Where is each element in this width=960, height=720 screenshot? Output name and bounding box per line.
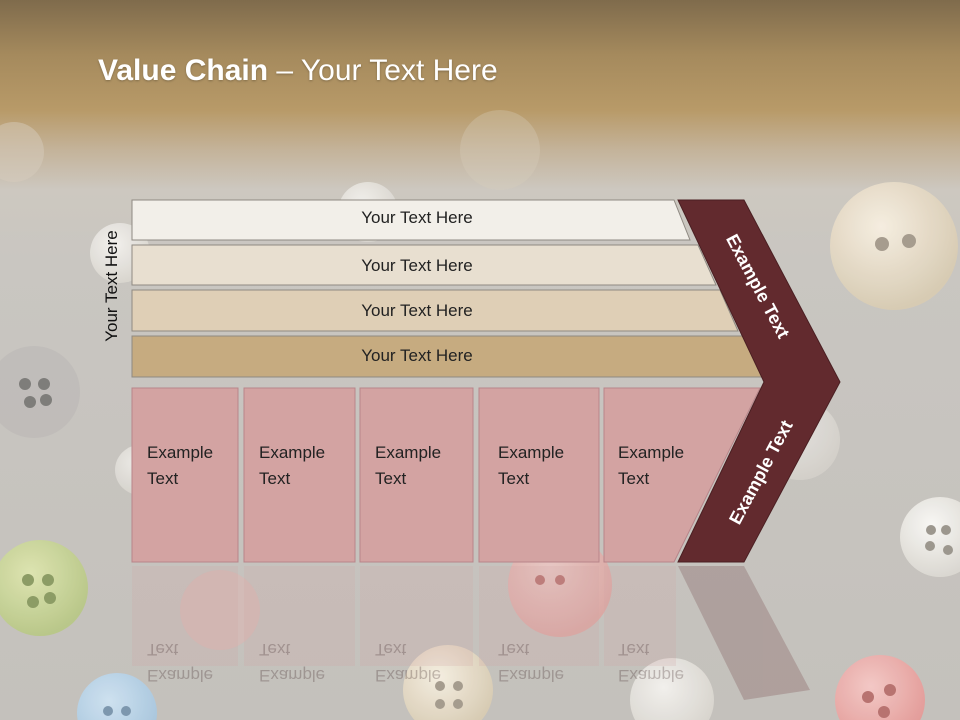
box-3-shape — [359, 387, 474, 563]
box-1: Example Text — [133, 388, 237, 562]
box-2-label: Example Text — [259, 443, 326, 488]
box-4-reflection-label: Example Text — [498, 640, 565, 685]
slide-title: Value Chain – Your Text Here — [98, 54, 498, 88]
box-2: Example Text — [245, 388, 354, 562]
bar-3-label: Your Text Here — [361, 301, 473, 320]
title-bold-text: Value Chain — [98, 54, 269, 87]
bar-1-shape — [131, 199, 691, 241]
reflection-group — [132, 566, 810, 700]
box-3-label: Example Text — [375, 443, 442, 488]
chevron-shape — [677, 199, 841, 563]
box-2-shape — [243, 387, 356, 563]
box-2-reflection-label: Example Text — [259, 640, 326, 685]
box-4-label: Example Text — [498, 443, 565, 488]
box-1-shape — [131, 387, 239, 563]
box-4: Example Text — [484, 388, 598, 562]
bar-3-shape — [131, 289, 739, 332]
bar-4-label: Your Text Here — [361, 346, 473, 365]
box-5-shape — [603, 387, 761, 563]
bar-1-label: Your Text Here — [361, 208, 473, 227]
box-3: Example Text — [361, 388, 472, 562]
box-5: Example Text — [604, 388, 714, 562]
box-1-label: Example Text — [147, 443, 214, 488]
box-4-shape — [478, 387, 600, 563]
box-5-label: Example Text — [618, 443, 685, 488]
box-5-reflection-label: Example Text — [618, 640, 685, 685]
bar-2-label: Your Text Here — [361, 256, 473, 275]
box-3-reflection-label: Example Text — [375, 640, 442, 685]
title-rest-text: – Your Text Here — [268, 54, 498, 87]
bar-2-shape — [131, 244, 717, 286]
box-1-reflection-label: Example Text — [147, 640, 214, 685]
